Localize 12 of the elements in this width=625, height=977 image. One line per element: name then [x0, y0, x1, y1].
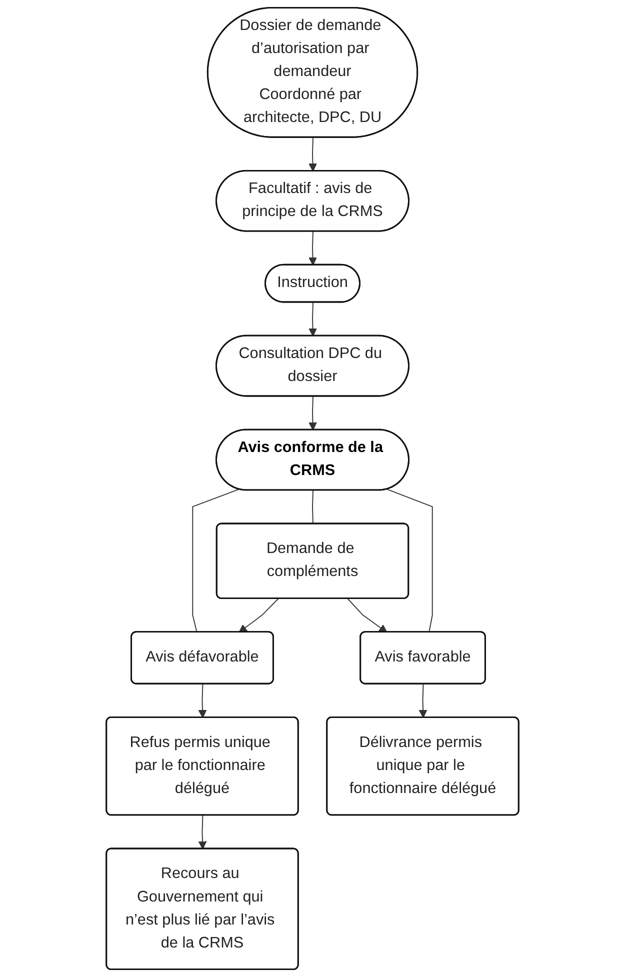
arrow	[198, 814, 207, 850]
arrow	[238, 598, 279, 633]
arrow	[308, 231, 317, 266]
connector	[192, 488, 240, 633]
arrow	[198, 684, 207, 718]
arrow	[308, 396, 317, 430]
arrow	[308, 302, 317, 336]
arrow	[308, 137, 317, 172]
arrow	[418, 684, 428, 718]
connector	[312, 490, 314, 524]
connector	[386, 488, 433, 633]
arrow	[347, 598, 388, 633]
